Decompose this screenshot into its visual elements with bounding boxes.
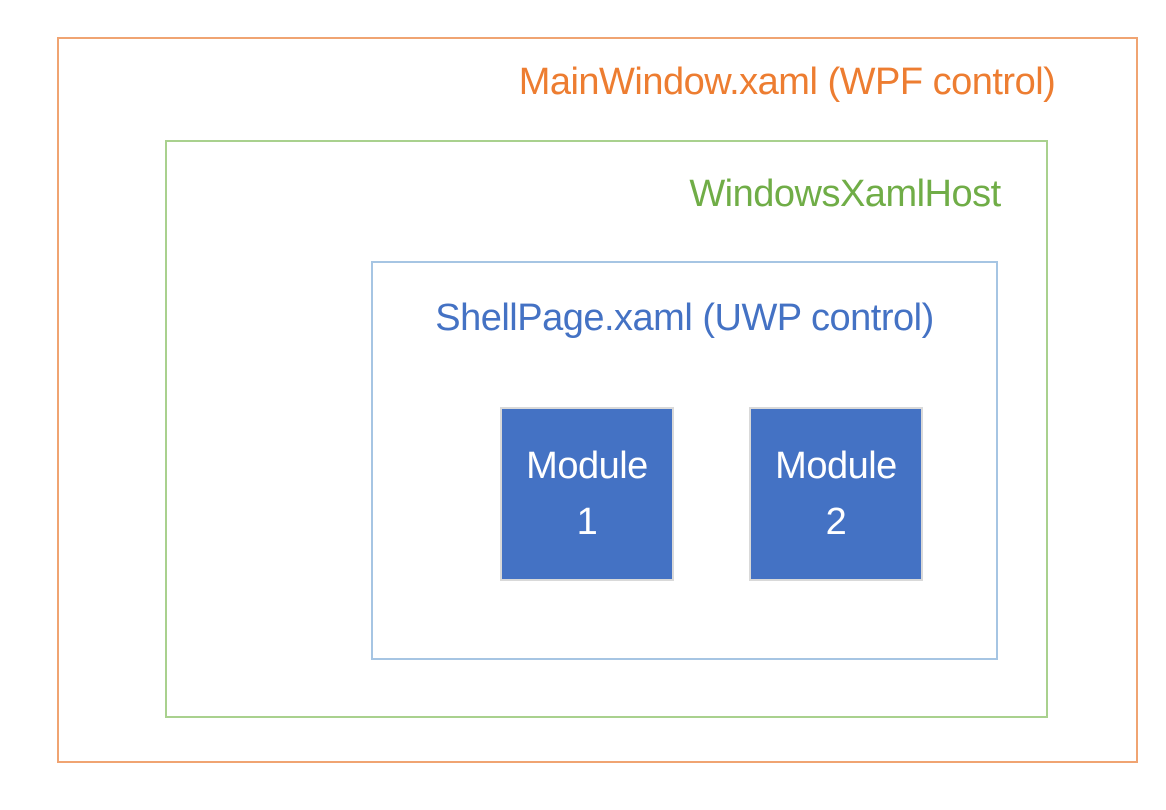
main-window-box [57,37,1138,763]
windows-xaml-host-box [165,140,1048,718]
module-2-label: Module 2 [775,438,897,550]
module-1-label-line2: 1 [576,501,598,543]
module-2-label-line1: Module [775,445,897,487]
module-2-box: Module 2 [749,407,923,581]
module-2-label-line2: 2 [825,501,847,543]
module-1-label: Module 1 [526,438,648,550]
module-1-box: Module 1 [500,407,674,581]
windows-xaml-host-label: WindowsXamlHost [689,173,1001,215]
shell-page-label: ShellPage.xaml (UWP control) [435,297,934,339]
main-window-label: MainWindow.xaml (WPF control) [518,61,1056,103]
module-1-label-line1: Module [526,445,648,487]
shell-page-box [371,261,998,660]
